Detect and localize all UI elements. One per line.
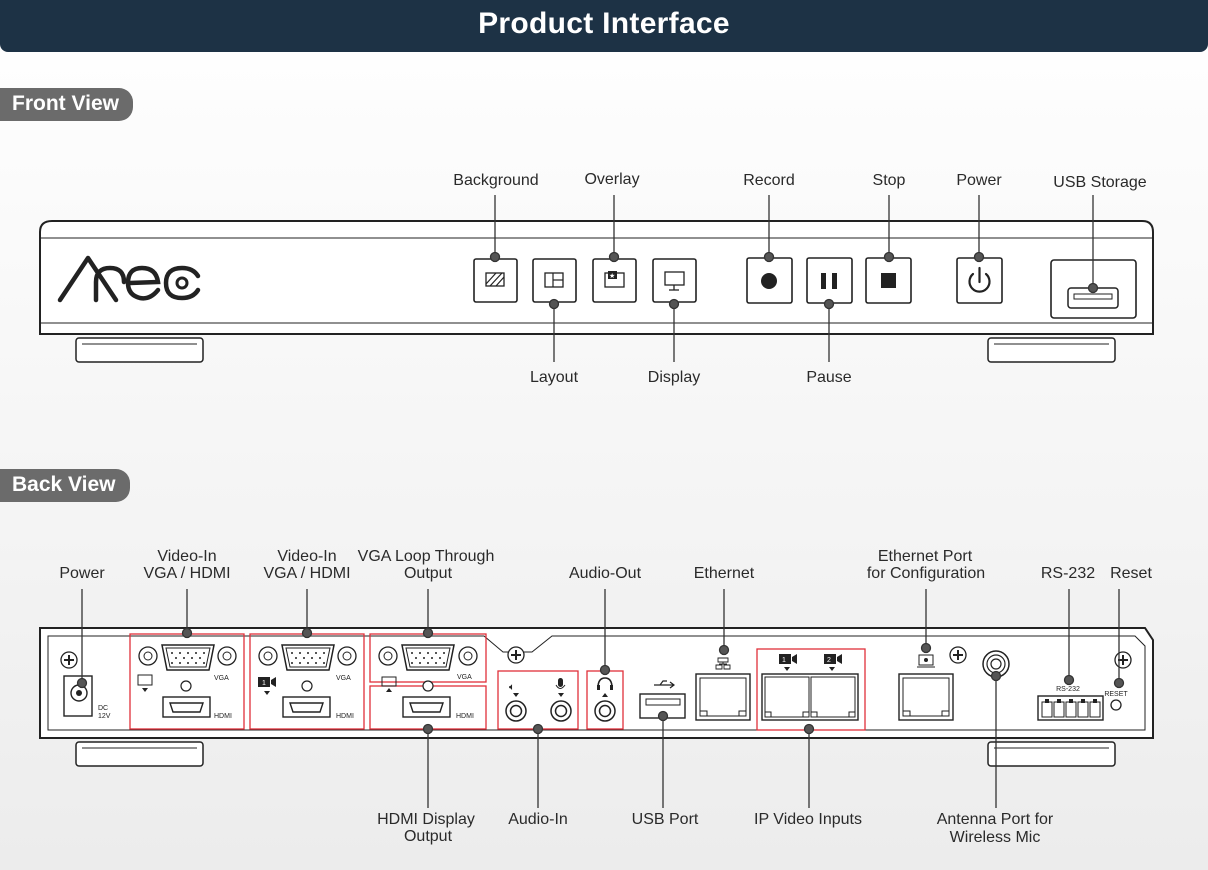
antenna-port[interactable]	[982, 650, 1010, 678]
power-button[interactable]	[956, 257, 1003, 304]
label-layout: Layout	[530, 369, 579, 386]
ethernet-config-port[interactable]	[898, 654, 954, 721]
vga-text-2: VGA	[336, 675, 351, 682]
speaker-icon: 🔈︎	[509, 682, 515, 693]
label-reset: Reset	[1110, 565, 1152, 582]
pause-button[interactable]	[806, 257, 853, 304]
label-audio-out: Audio-Out	[569, 565, 642, 582]
label-video-in-1-a: Video-In	[157, 548, 216, 565]
back-labels: Power Video-In VGA / HDMI Video-In VGA /…	[59, 548, 1152, 846]
hdmi-display-output-port[interactable]	[369, 676, 487, 730]
ip-video-input-ports[interactable]	[756, 648, 866, 731]
label-eth-config-a: Ethernet Port	[878, 548, 973, 565]
video-in-2-ports[interactable]	[249, 633, 365, 730]
record-button[interactable]	[746, 257, 793, 304]
label-hdmi-display-a: HDMI Display	[377, 811, 475, 828]
header-bar: Product Interface	[0, 0, 1208, 52]
hdmi-text-1: HDMI	[214, 713, 232, 720]
label-ethernet: Ethernet	[694, 565, 755, 582]
cam-1-text: 1	[262, 680, 266, 687]
audio-in-jacks[interactable]: 🔈︎	[497, 670, 579, 730]
stop-button[interactable]	[865, 257, 912, 304]
back-view-label: Back View	[0, 469, 130, 502]
video-in-1-ports[interactable]	[129, 633, 245, 730]
label-pause: Pause	[806, 369, 851, 386]
ip-1-text: 1	[782, 657, 786, 664]
rs232-small-text: RS-232	[1056, 686, 1080, 693]
screw-icon	[60, 646, 1132, 669]
label-hdmi-display-b: Output	[404, 828, 453, 845]
label-back-power: Power	[59, 565, 105, 582]
svg-text:★: ★	[609, 272, 615, 280]
label-usb-storage: USB Storage	[1053, 174, 1146, 191]
label-video-in-2-b: VGA / HDMI	[263, 565, 350, 582]
label-power: Power	[956, 172, 1002, 189]
hdmi-text-2: HDMI	[336, 713, 354, 720]
label-usb-port: USB Port	[632, 811, 699, 828]
page-title: Product Interface	[478, 7, 730, 40]
label-video-in-2-a: Video-In	[277, 548, 336, 565]
dc-text: DC	[98, 705, 108, 712]
vga-text-3: VGA	[457, 674, 472, 681]
label-audio-in: Audio-In	[508, 811, 568, 828]
label-record: Record	[743, 172, 795, 189]
dc-voltage-text: 12V	[98, 713, 111, 720]
label-display: Display	[648, 369, 700, 386]
display-button[interactable]	[652, 258, 697, 303]
hdmi-text-3: HDMI	[456, 713, 474, 720]
ip-2-text: 2	[827, 657, 831, 664]
label-video-in-1-b: VGA / HDMI	[143, 565, 230, 582]
overlay-button[interactable]: ★	[592, 258, 637, 303]
front-view-label: Front View	[0, 88, 133, 121]
reset-small-text: RESET	[1104, 691, 1128, 698]
ethernet-port[interactable]	[695, 657, 751, 721]
label-ip-video-inputs: IP Video Inputs	[754, 811, 862, 828]
reset-button[interactable]	[1110, 699, 1122, 711]
arec-logo	[57, 255, 201, 303]
layout-button[interactable]	[532, 258, 577, 303]
rs232-terminal[interactable]	[1037, 695, 1104, 721]
label-vga-loop-b: Output	[404, 565, 453, 582]
label-background: Background	[453, 172, 538, 189]
label-antenna-a: Antenna Port for	[937, 811, 1054, 828]
label-antenna-b: Wireless Mic	[950, 829, 1041, 846]
label-overlay: Overlay	[584, 171, 639, 188]
vga-loop-through-port[interactable]	[369, 633, 487, 683]
vga-text-1: VGA	[214, 675, 229, 682]
label-stop: Stop	[873, 172, 906, 189]
label-rs232: RS-232	[1041, 565, 1095, 582]
background-button[interactable]	[473, 258, 518, 303]
front-labels: Background Overlay Record Stop Power USB…	[453, 171, 1146, 386]
label-vga-loop-a: VGA Loop Through	[358, 548, 495, 565]
label-eth-config-b: for Configuration	[867, 565, 985, 582]
